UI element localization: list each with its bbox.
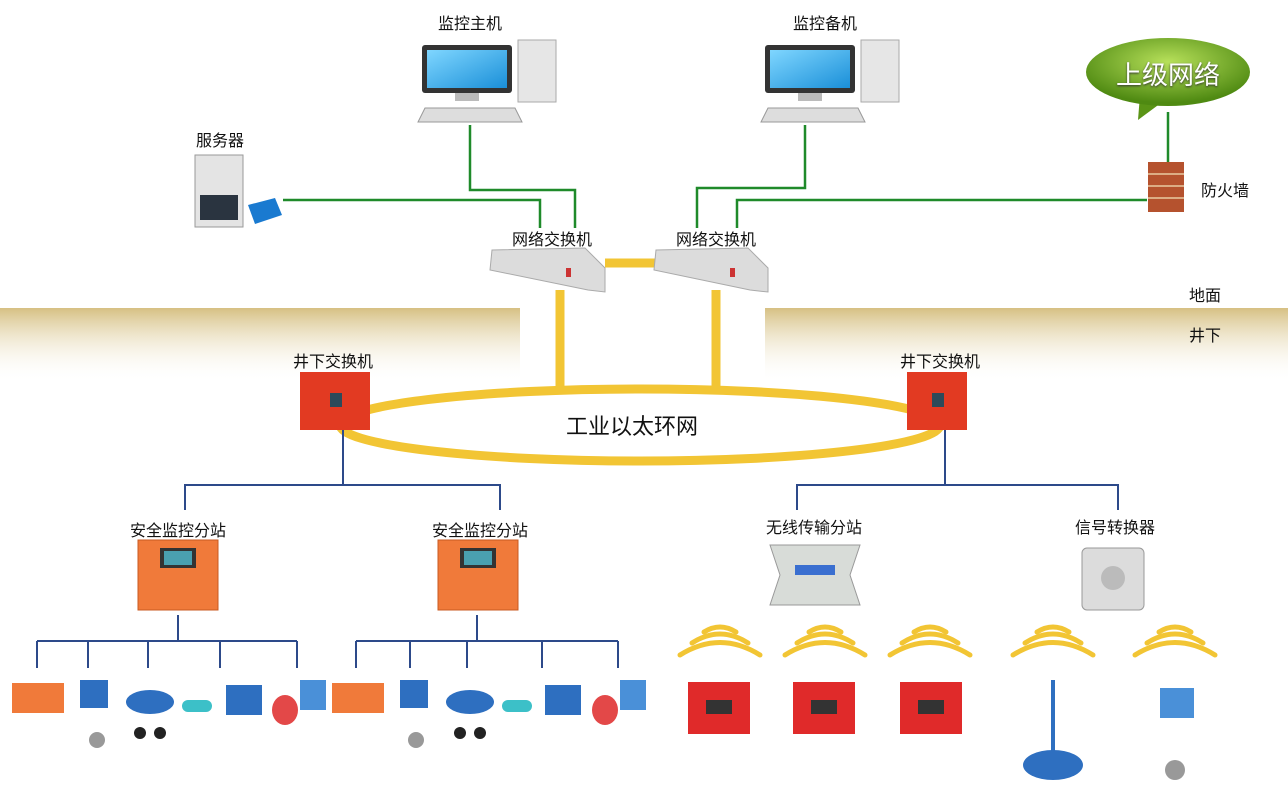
wireless-icon bbox=[1132, 624, 1218, 658]
computer-icon[interactable] bbox=[417, 39, 557, 123]
upper-network-label: 上级网络 bbox=[1115, 61, 1221, 91]
safety-station-2-label: 安全监控分站 bbox=[431, 521, 529, 540]
firewall-icon bbox=[1148, 162, 1184, 212]
sensor-icon bbox=[1160, 688, 1194, 780]
bus-lines bbox=[36, 430, 1119, 668]
switch-left-label: 网络交换机 bbox=[511, 230, 593, 249]
sensor-icon bbox=[272, 680, 326, 725]
ring-network-label: 工业以太环网 bbox=[565, 415, 699, 440]
station-icon[interactable] bbox=[137, 539, 219, 611]
sensor-icon bbox=[1023, 680, 1083, 780]
upper-network-bubble[interactable] bbox=[1086, 38, 1250, 120]
sensor-icon bbox=[688, 682, 750, 734]
switch-right-label: 网络交换机 bbox=[675, 230, 757, 249]
firewall-label: 防火墙 bbox=[1200, 181, 1250, 200]
signal-converter-label: 信号转换器 bbox=[1074, 518, 1156, 537]
sensor-icon bbox=[12, 683, 64, 713]
sensor-icon bbox=[900, 682, 962, 734]
wireless-icon bbox=[677, 624, 763, 658]
sensor-icon bbox=[182, 685, 262, 715]
wireless-icon bbox=[1010, 624, 1096, 658]
sensor-icon bbox=[446, 690, 494, 739]
wireless-sensor-group bbox=[688, 680, 1194, 780]
underground-label: 井下 bbox=[1188, 326, 1222, 345]
sensor-icon bbox=[332, 683, 384, 713]
wireless-station-label: 无线传输分站 bbox=[765, 518, 863, 537]
ground-label: 地面 bbox=[1188, 286, 1222, 305]
wireless-station-icon[interactable] bbox=[769, 544, 861, 606]
sensor-icon bbox=[400, 680, 428, 748]
mine-switch-left-label: 井下交换机 bbox=[292, 352, 374, 371]
wireless-icon bbox=[887, 624, 973, 658]
safety-station-1-label: 安全监控分站 bbox=[129, 521, 227, 540]
sensor-group-right bbox=[332, 680, 646, 748]
underground-band-left bbox=[0, 308, 520, 383]
mine-switch-icon[interactable] bbox=[907, 372, 967, 430]
server-label: 服务器 bbox=[195, 131, 245, 150]
sensor-group-left bbox=[12, 680, 326, 748]
switch-icon[interactable] bbox=[653, 247, 769, 293]
sensor-icon bbox=[80, 680, 108, 748]
server-icon[interactable] bbox=[194, 154, 282, 228]
mine-switch-icon[interactable] bbox=[300, 372, 370, 430]
main-host-label: 监控主机 bbox=[437, 14, 503, 33]
sensor-icon bbox=[126, 690, 174, 739]
station-icon[interactable] bbox=[437, 539, 519, 611]
backup-host-label: 监控备机 bbox=[792, 14, 858, 33]
wireless-signal-icons bbox=[677, 624, 1218, 658]
sensor-icon bbox=[793, 682, 855, 734]
sensor-icon bbox=[502, 685, 581, 715]
wireless-icon bbox=[782, 624, 868, 658]
mine-switch-right-label: 井下交换机 bbox=[899, 352, 981, 371]
switch-icon[interactable] bbox=[489, 247, 606, 293]
signal-converter-icon[interactable] bbox=[1081, 547, 1145, 611]
sensor-icon bbox=[592, 680, 646, 725]
underground-band-right bbox=[765, 308, 1288, 383]
ground-network-lines bbox=[283, 112, 1170, 228]
computer-icon[interactable] bbox=[760, 39, 900, 123]
